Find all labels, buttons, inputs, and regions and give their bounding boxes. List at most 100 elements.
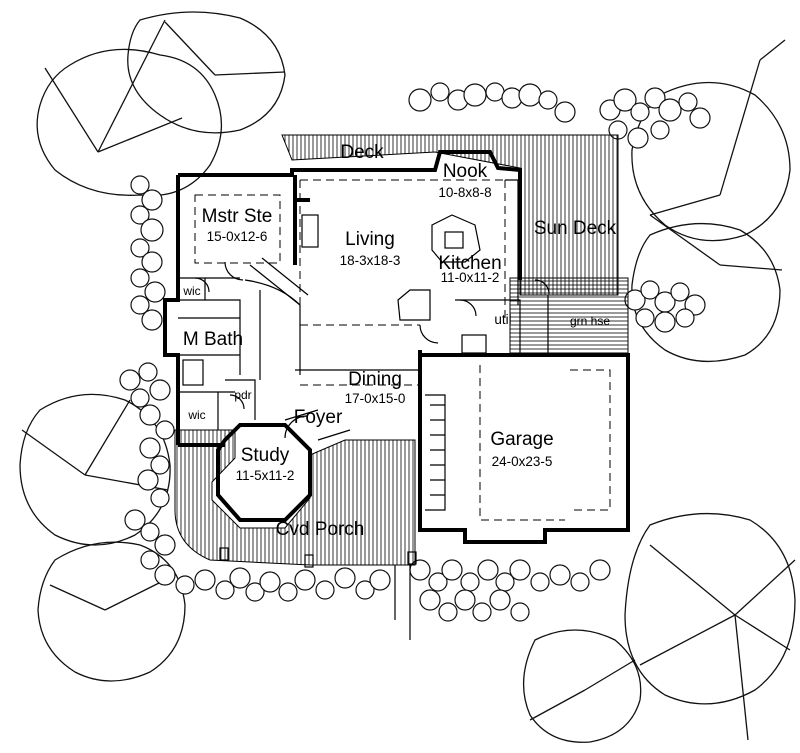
tree-top-center — [127, 11, 286, 134]
shrub — [130, 295, 150, 315]
shrub — [119, 369, 141, 391]
room-name-study: Study — [240, 445, 290, 466]
shrub — [675, 308, 695, 328]
shrub — [644, 87, 666, 109]
shrub — [130, 268, 150, 288]
tree-bottom-right-small — [522, 629, 642, 743]
shrub — [658, 98, 682, 122]
room-name-wic-top: wic — [183, 284, 201, 298]
shrub — [140, 550, 160, 570]
room-name-living: Living — [345, 229, 395, 250]
room-size-kitchen: 11-0x11-2 — [440, 270, 500, 285]
shrub — [130, 175, 150, 195]
shrub — [408, 88, 432, 112]
room-name-pdr: pdr — [234, 388, 252, 402]
shrub — [149, 379, 171, 401]
shrub — [124, 509, 146, 531]
shrub — [259, 571, 281, 593]
shrub — [315, 580, 335, 600]
shrub — [477, 559, 499, 581]
shrub — [139, 437, 161, 459]
shrub — [454, 589, 476, 611]
shrub — [419, 589, 441, 611]
room-size-nook: 10-8x8-8 — [438, 185, 492, 200]
tree-right-top — [631, 39, 791, 242]
room-name-foyer: Foyer — [293, 407, 343, 428]
shrub — [460, 572, 480, 592]
shrub — [130, 238, 150, 258]
room-size-study: 11-5x11-2 — [235, 468, 295, 483]
shrub — [678, 92, 698, 112]
shrub — [509, 559, 531, 581]
shrub — [141, 251, 163, 273]
room-name-dining: Dining — [348, 369, 402, 390]
room-name-garage: Garage — [490, 429, 554, 450]
room-name-grn-hse: grn hse — [569, 314, 611, 328]
room-name-m-bath: M Bath — [182, 329, 244, 350]
room-name-cvd-porch: Cvd Porch — [275, 519, 365, 540]
shrub — [175, 575, 195, 595]
room-name-deck: Deck — [340, 142, 384, 163]
shrub — [613, 88, 637, 112]
shrub — [428, 572, 448, 592]
room-name-mstr-ste: Mstr Ste — [201, 206, 273, 227]
shrub — [278, 582, 298, 602]
tree-right-bottom — [624, 512, 796, 741]
shrub — [441, 559, 463, 581]
shrub — [130, 205, 150, 225]
shrub — [150, 455, 170, 475]
shrub — [155, 420, 175, 440]
room-name-sun-deck: Sun Deck — [533, 218, 617, 239]
shrub — [463, 83, 487, 107]
shrub — [627, 127, 649, 149]
room-size-garage: 24-0x23-5 — [491, 454, 553, 469]
shrub — [472, 602, 492, 622]
shrub — [670, 282, 690, 302]
shrub — [640, 280, 660, 300]
shrub — [485, 82, 505, 102]
shrub — [630, 102, 650, 122]
room-name-util: util — [494, 312, 512, 327]
porch-area — [174, 429, 416, 566]
shrub — [570, 572, 590, 592]
shrub — [130, 388, 150, 408]
room-name-wic-bottom: wic — [188, 408, 206, 422]
shrub — [138, 362, 158, 382]
door-swings — [194, 261, 550, 439]
shrub — [438, 602, 458, 622]
shrub — [650, 120, 670, 140]
shrub — [294, 569, 316, 591]
tree-top-left — [36, 19, 223, 197]
shrub — [489, 589, 511, 611]
landscape-shrubs — [119, 82, 711, 622]
shrub — [334, 567, 356, 589]
shrub — [144, 281, 166, 303]
shrub — [139, 404, 161, 426]
shrub — [154, 534, 176, 556]
shrub — [141, 309, 163, 331]
room-name-kitchen: Kitchen — [438, 253, 502, 274]
shrub — [150, 488, 170, 508]
shrub — [355, 580, 375, 600]
shrub — [530, 572, 550, 592]
shrub — [229, 567, 251, 589]
shrub — [689, 107, 711, 129]
shrub — [654, 311, 676, 333]
interior-details — [178, 179, 611, 640]
room-size-dining: 17-0x15-0 — [344, 391, 406, 406]
shrub — [549, 564, 571, 586]
shrub — [589, 559, 611, 581]
shrub — [141, 189, 163, 211]
tree-right-mid — [631, 214, 783, 363]
landscape-trees — [19, 11, 796, 743]
shrub — [518, 83, 542, 107]
shrub — [635, 308, 655, 328]
shrub — [245, 582, 265, 602]
exterior-walls — [163, 150, 630, 544]
shrub — [538, 90, 558, 110]
room-size-mstr-ste: 15-0x12-6 — [206, 229, 268, 244]
shrub — [140, 218, 164, 242]
shrub — [510, 602, 530, 622]
shrub — [140, 522, 160, 542]
shrub — [154, 564, 176, 586]
